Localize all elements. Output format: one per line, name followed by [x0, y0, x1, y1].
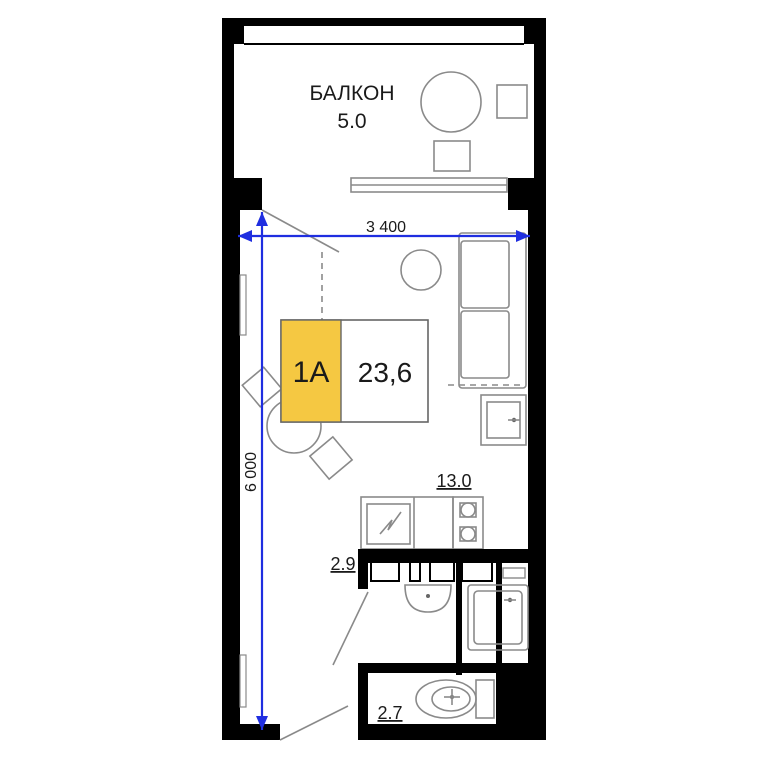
exterior-walls [222, 178, 546, 740]
vent-shaft [370, 561, 400, 582]
depth-label: 6 000 [243, 452, 260, 492]
dining-chair-icon [241, 366, 283, 408]
balcony [222, 18, 546, 193]
wc-area-label: 2.7 [377, 703, 402, 723]
balcony-table-icon [420, 71, 482, 133]
dining-chair-icon [308, 435, 354, 481]
round-table-icon [400, 249, 442, 291]
fridge-icon [480, 394, 527, 446]
balcony-name: БАЛКОН [309, 82, 394, 105]
wc [279, 679, 495, 741]
bathroom [332, 549, 546, 724]
balcony-door [261, 209, 340, 253]
dimensions: 3 400 6 000 [238, 212, 530, 730]
living-area-label: 13.0 [436, 471, 471, 491]
shower-tray-icon [467, 584, 529, 651]
apartment-area: 23,6 [358, 357, 413, 388]
apartment-type-badge [280, 319, 342, 423]
wc-door [279, 705, 349, 741]
bathroom-door [332, 591, 369, 666]
toilet-icon [415, 679, 477, 719]
sofa-icon [458, 232, 527, 389]
balcony-chair-icon [433, 140, 471, 172]
apartment-type: 1А [293, 356, 330, 389]
apartment-label: 1А 23,6 [280, 319, 413, 423]
cooktop-icon [366, 503, 411, 545]
bath-area-label: 2.9 [330, 554, 355, 574]
balcony-area: 5.0 [337, 110, 366, 133]
width-label: 3 400 [366, 219, 406, 236]
balcony-chair-icon [496, 84, 528, 119]
toilet-tank-icon [475, 679, 495, 719]
sink-icon [404, 584, 452, 613]
